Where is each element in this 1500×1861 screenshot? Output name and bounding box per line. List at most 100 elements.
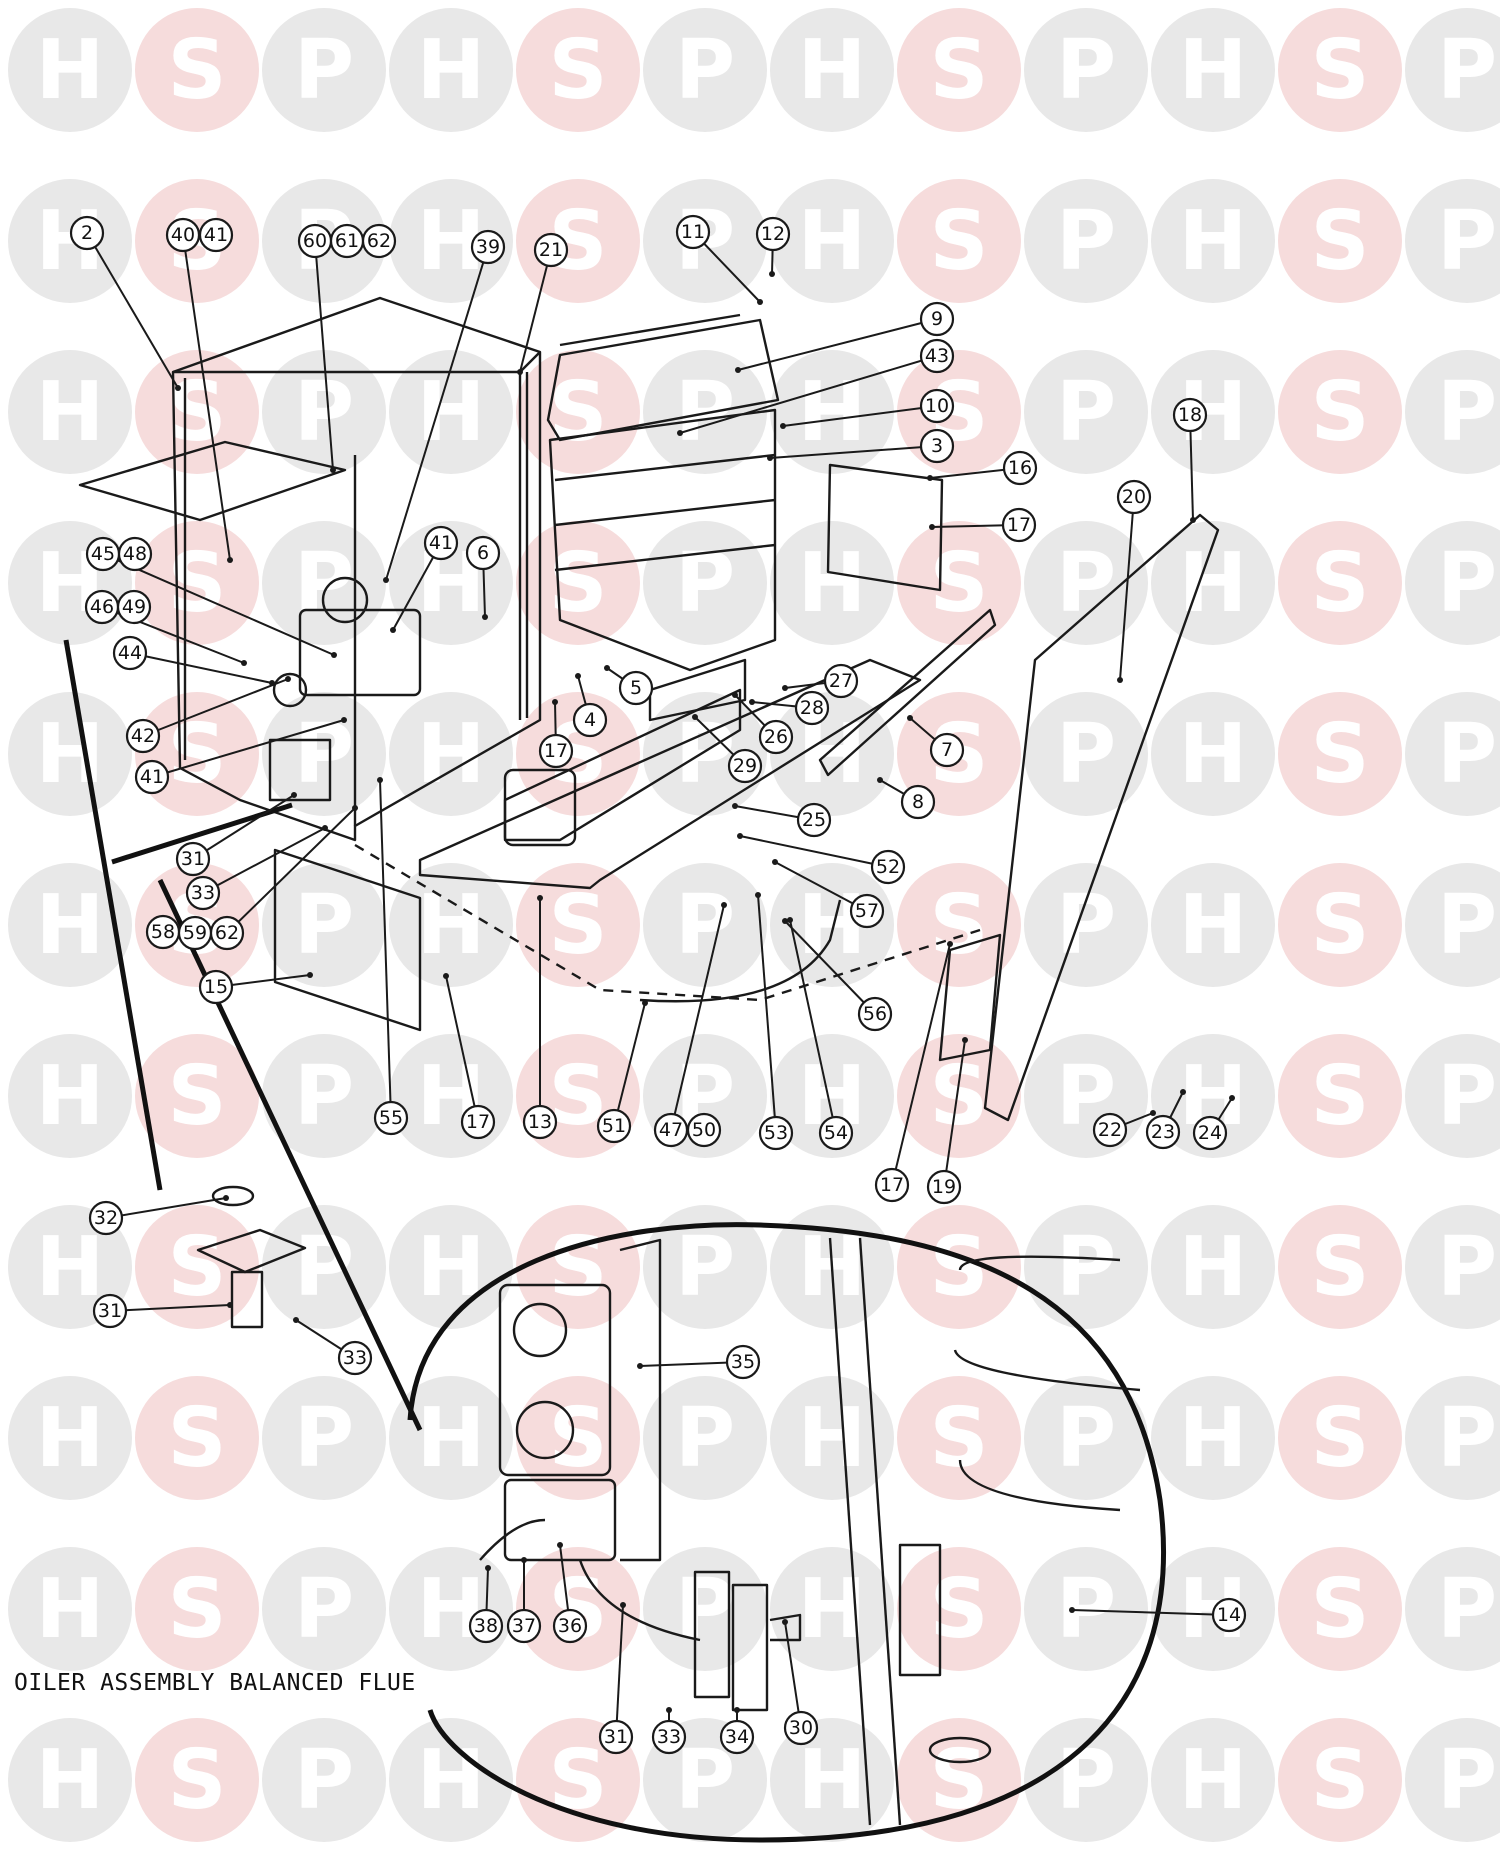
svg-text:S: S <box>929 1220 988 1315</box>
watermark-disk: S <box>897 1376 1021 1500</box>
callout-bubble <box>572 702 608 738</box>
callout-label: 2 <box>81 222 93 244</box>
callout-20: 20 <box>1116 479 1152 683</box>
callout-60: 60 <box>297 223 336 473</box>
watermark-disk: S <box>897 863 1021 987</box>
callout-label: 30 <box>789 1717 813 1739</box>
svg-text:P: P <box>1056 1733 1116 1828</box>
watermark-disk: P <box>1405 179 1500 303</box>
callout-leader-dot <box>732 692 738 698</box>
watermark-disk: H <box>770 521 894 645</box>
callout-35: 35 <box>637 1344 761 1380</box>
callout-label: 34 <box>725 1726 749 1748</box>
watermark-disk: H <box>8 1376 132 1500</box>
svg-text:H: H <box>36 1733 105 1828</box>
callout-16: 16 <box>927 450 1038 486</box>
svg-text:S: S <box>548 1391 607 1486</box>
callout-bubble <box>125 718 161 754</box>
watermark-disk: H <box>1151 692 1275 816</box>
callout-31: 31 <box>92 1293 233 1329</box>
callout-label: 43 <box>925 345 949 367</box>
callout-38: 38 <box>468 1565 504 1644</box>
svg-text:S: S <box>1310 194 1369 289</box>
callout-41: 41 <box>198 217 234 253</box>
callout-leader-dot <box>642 1000 648 1006</box>
callout-53: 53 <box>755 892 794 1151</box>
callout-label: 37 <box>512 1615 536 1637</box>
callout-leader-dot <box>767 455 773 461</box>
watermark-disk: S <box>1278 350 1402 474</box>
svg-text:S: S <box>1310 878 1369 973</box>
svg-text:P: P <box>1437 194 1497 289</box>
svg-text:P: P <box>294 365 354 460</box>
watermark-disk: P <box>643 1376 767 1500</box>
svg-text:S: S <box>1310 1733 1369 1828</box>
svg-text:P: P <box>294 536 354 631</box>
callout-label: 40 <box>171 224 195 246</box>
svg-text:P: P <box>675 1220 735 1315</box>
callout-leader-dot <box>735 367 741 373</box>
svg-text:P: P <box>675 23 735 118</box>
callout-leader-dot <box>734 1707 740 1713</box>
svg-text:P: P <box>1056 194 1116 289</box>
watermark-disk: H <box>8 1034 132 1158</box>
watermark-disk: S <box>135 1034 259 1158</box>
watermark-disk: P <box>643 863 767 987</box>
watermark-disk: H <box>8 350 132 474</box>
callout-bubble <box>926 1169 962 1205</box>
svg-text:P: P <box>294 878 354 973</box>
callout-bubble <box>651 1719 687 1755</box>
callout-label: 6 <box>477 542 489 564</box>
callout-12: 12 <box>755 216 791 277</box>
callout-bubble <box>538 733 574 769</box>
svg-text:P: P <box>294 1391 354 1486</box>
callout-bubble <box>92 1293 128 1329</box>
callout-bubble <box>596 1108 632 1144</box>
svg-text:S: S <box>1310 707 1369 802</box>
callout-33: 33 <box>185 825 328 911</box>
watermark-disk: P <box>1024 179 1148 303</box>
watermark-disk: S <box>1278 1547 1402 1671</box>
callout-bubble <box>900 784 936 820</box>
watermark-disk: S <box>897 521 1021 645</box>
watermark-disk: P <box>1024 1376 1148 1500</box>
callout-bubble <box>1211 1597 1247 1633</box>
callout-label: 19 <box>932 1176 956 1198</box>
callout-bubble <box>470 229 506 265</box>
svg-text:H: H <box>36 365 105 460</box>
callout-bubble <box>88 1200 124 1236</box>
watermark-disk: S <box>135 1547 259 1671</box>
watermark-disk: S <box>135 8 259 132</box>
callout-leader-dot <box>575 673 581 679</box>
callout-label: 10 <box>925 395 949 417</box>
callout-label: 15 <box>204 976 228 998</box>
callout-leader-dot <box>352 805 358 811</box>
callout-leader-dot <box>927 475 933 481</box>
watermark-disk: S <box>1278 179 1402 303</box>
callout-label: 49 <box>122 596 146 618</box>
svg-text:H: H <box>1179 194 1248 289</box>
callout-leader-dot <box>552 699 558 705</box>
watermark-disk: H <box>770 1718 894 1842</box>
callout-bubble <box>198 969 234 1005</box>
pilot-tube <box>639 899 842 1003</box>
callout-17: 17 <box>443 973 496 1140</box>
watermark-disk: P <box>1405 350 1500 474</box>
watermark-disk: P <box>643 692 767 816</box>
watermark-disk: P <box>262 863 386 987</box>
watermark-disk: H <box>1151 1376 1275 1500</box>
callout-label: 47 <box>659 1119 683 1141</box>
callout-label: 54 <box>824 1122 848 1144</box>
callout-bubble <box>796 802 832 838</box>
watermark-disk: H <box>770 179 894 303</box>
callout-2: 2 <box>69 215 181 391</box>
svg-text:H: H <box>798 194 867 289</box>
callout-leader-dot <box>721 902 727 908</box>
callout-bubble <box>919 428 955 464</box>
callout-6: 6 <box>465 535 501 620</box>
callout-58: 58 <box>145 914 181 950</box>
callout-leader-dot <box>677 430 683 436</box>
watermark-disk: H <box>389 1376 513 1500</box>
callout-11: 11 <box>675 214 763 305</box>
